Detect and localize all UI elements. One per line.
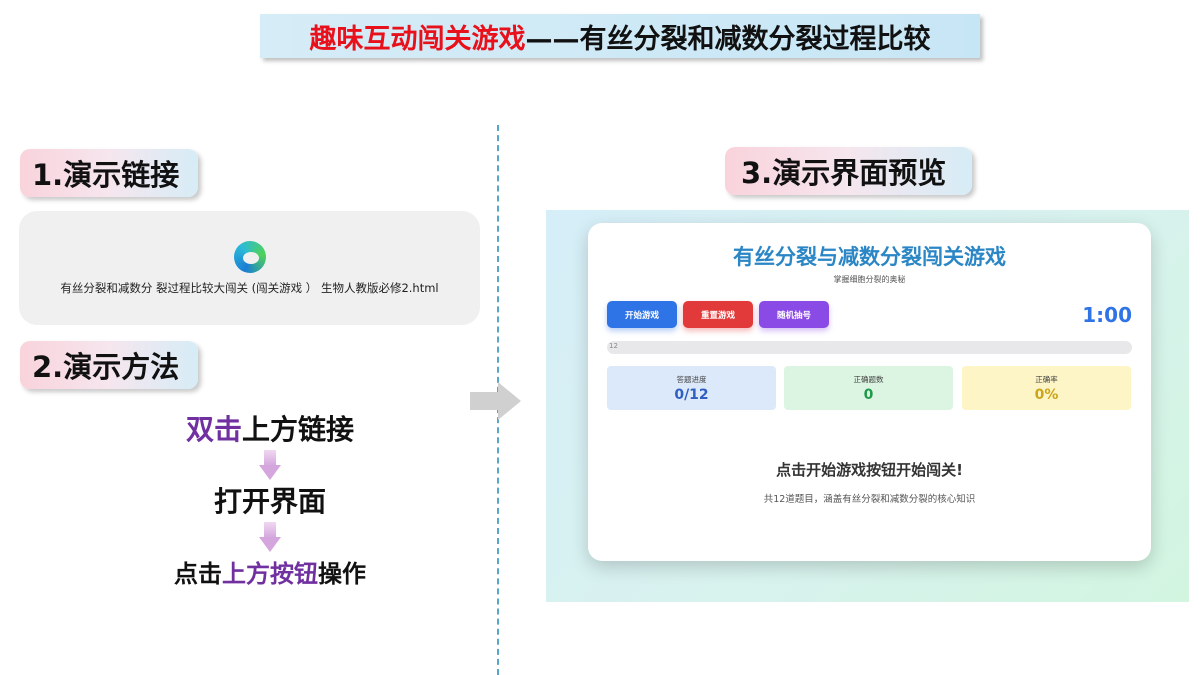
step-open-interface: 打开界面 <box>213 485 326 518</box>
start-game-button[interactable]: 开始游戏 <box>607 301 677 328</box>
stat-answer-progress: 答题进度 0/12 <box>607 366 776 410</box>
html-file-name: 有丝分裂和减数分 裂过程比较大闯关 (闯关游戏 ） 生物人教版必修2.html <box>60 280 439 295</box>
right-arrow-icon <box>470 382 522 420</box>
start-prompt-detail: 共12道题目，涵盖有丝分裂和减数分裂的核心知识 <box>763 494 976 505</box>
stat-value: 0 <box>863 386 874 403</box>
game-preview-card: 有丝分裂与减数分裂闯关游戏 掌握细胞分裂的奥秘 开始游戏 重置游戏 随机抽号 1… <box>588 223 1151 561</box>
random-draw-button[interactable]: 随机抽号 <box>759 301 829 328</box>
title-highlight: 趣味互动闯关游戏 <box>309 23 526 55</box>
section-heading-demo-preview: 3.演示界面预览 <box>725 147 972 195</box>
down-arrow-icon <box>259 450 281 480</box>
stat-accuracy: 正确率 0% <box>962 366 1131 410</box>
progress-bar-text: 12 <box>609 342 618 350</box>
step-text: 上方链接 <box>242 413 355 446</box>
step-text: 操作 <box>318 560 366 588</box>
start-prompt: 点击开始游戏按钮开始闯关! <box>776 461 963 479</box>
section-heading-demo-link: 1.演示链接 <box>20 149 198 197</box>
countdown-timer: 1:00 <box>1082 303 1132 327</box>
stat-correct-count: 正确题数 0 <box>784 366 953 410</box>
game-title: 有丝分裂与减数分裂闯关游戏 <box>733 245 1006 269</box>
step-click-buttons: 点击上方按钮操作 <box>174 554 366 594</box>
step-double-click: 双击上方链接 <box>186 410 354 450</box>
html-file-link[interactable]: 有丝分裂和减数分 裂过程比较大闯关 (闯关游戏 ） 生物人教版必修2.html <box>19 211 480 325</box>
title-rest: ——有丝分裂和减数分裂过程比较 <box>525 23 931 55</box>
instruction-steps: 双击上方链接 打开界面 点击上方按钮操作 <box>150 410 390 594</box>
stat-value: 0/12 <box>674 386 709 403</box>
section-heading-demo-method: 2.演示方法 <box>20 341 198 389</box>
step-emphasis: 上方按钮 <box>222 560 318 588</box>
step-emphasis: 双击 <box>185 413 242 446</box>
edge-browser-icon <box>233 240 266 273</box>
reset-game-button[interactable]: 重置游戏 <box>683 301 753 328</box>
page-title: 趣味互动闯关游戏——有丝分裂和减数分裂过程比较 <box>260 14 980 58</box>
progress-bar: 12 <box>607 341 1132 354</box>
step-text: 点击 <box>174 560 222 588</box>
stat-label: 答题进度 <box>676 374 707 384</box>
stat-label: 正确率 <box>1035 374 1058 384</box>
stat-value: 0% <box>1034 386 1059 403</box>
down-arrow-icon <box>259 522 281 552</box>
stat-label: 正确题数 <box>853 374 884 384</box>
game-subtitle: 掌握细胞分裂的奥秘 <box>833 275 906 284</box>
